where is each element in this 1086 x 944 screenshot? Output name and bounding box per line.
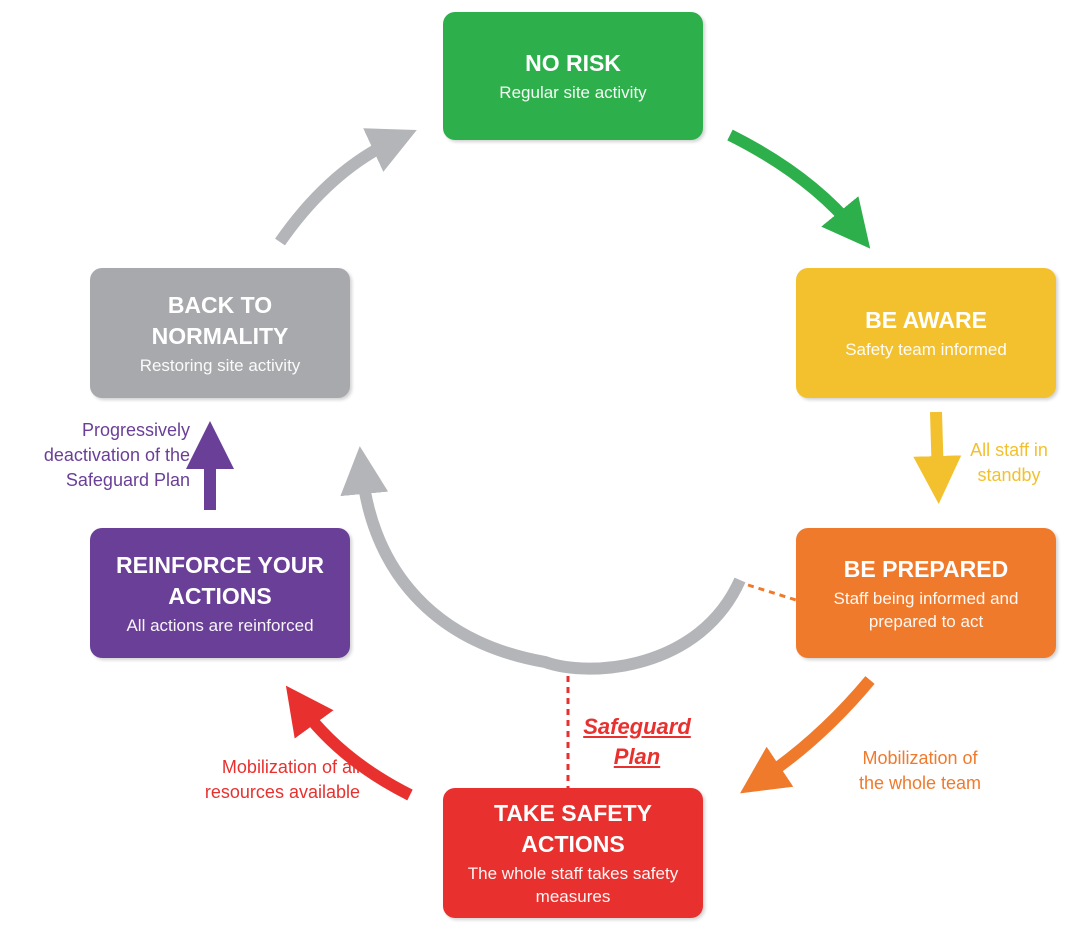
transition-label-mobilization-team: Mobilization of the whole team — [858, 748, 982, 793]
stage-title: TAKE SAFETY ACTIONS — [493, 800, 653, 857]
transition-label-deactivation: Progressively deactivation of the Safegu… — [43, 420, 190, 490]
stage-reinforce-your-actions: REINFORCE YOUR ACTIONS All actions are r… — [90, 528, 350, 658]
stage-subtitle: The whole staff takes safety measures — [467, 864, 679, 906]
stage-be-aware: BE AWARE Safety team informed — [796, 268, 1056, 398]
stage-title: BACK TO NORMALITY — [151, 291, 289, 349]
stage-back-to-normality: BACK TO NORMALITY Restoring site activit… — [90, 268, 350, 398]
arrow-no-risk-to-aware — [727, 129, 871, 249]
stage-title: BE PREPARED — [843, 555, 1009, 582]
arrow-actions-to-reinforce — [285, 685, 413, 801]
stage-subtitle: Regular site activity — [499, 83, 647, 102]
stage-title: REINFORCE YOUR ACTIONS — [116, 551, 324, 609]
transition-label-standby: All staff in standby — [970, 440, 1048, 485]
stage-title: NO RISK — [525, 50, 621, 76]
arrow-safeguard-return-arc — [340, 446, 746, 675]
stage-subtitle: Staff being informed and prepared to act — [833, 588, 1019, 631]
safeguard-plan-label: Safeguard Plan — [583, 714, 691, 769]
stage-title: BE AWARE — [865, 307, 987, 333]
arrow-prepared-to-actions — [740, 676, 875, 794]
stage-subtitle: Safety team informed — [845, 340, 1007, 359]
dotted-connector-prepared — [747, 583, 797, 602]
stage-take-safety-actions: TAKE SAFETY ACTIONS The whole staff take… — [443, 788, 703, 918]
stage-no-risk: NO RISK Regular site activity — [443, 12, 703, 140]
stage-subtitle: All actions are reinforced — [126, 615, 314, 635]
stage-be-prepared: BE PREPARED Staff being informed and pre… — [796, 528, 1056, 658]
arrow-aware-to-prepared — [913, 411, 962, 504]
stage-subtitle: Restoring site activity — [139, 355, 301, 375]
transition-label-mobilization-resources: Mobilization of all resources available — [204, 757, 360, 802]
arrow-back-to-no-risk — [275, 128, 417, 246]
